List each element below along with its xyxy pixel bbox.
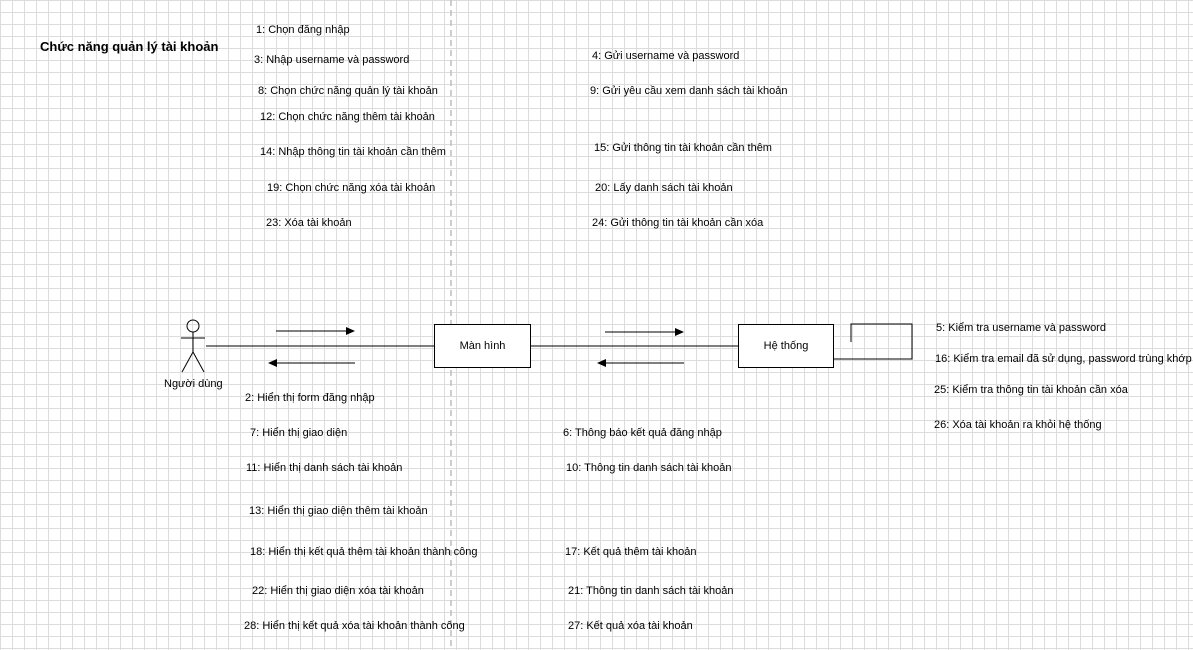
message-label: 25: Kiểm tra thông tin tài khoản cần xóa <box>934 384 1128 396</box>
message-label: 15: Gửi thông tin tài khoản cần thêm <box>594 142 772 154</box>
message-label: 24: Gửi thông tin tài khoản cần xóa <box>592 217 764 229</box>
arrow-left-icon <box>268 359 355 367</box>
system-label: Hệ thống <box>763 340 809 352</box>
screen-label: Màn hình <box>459 340 506 352</box>
message-label: 9: Gửi yêu cầu xem danh sách tài khoản <box>590 85 788 97</box>
message-label: 11: Hiển thị danh sách tài khoản <box>246 462 403 474</box>
message-label: 13: Hiển thị giao diện thêm tài khoản <box>249 505 428 517</box>
self-loop-connector <box>833 323 913 360</box>
message-label: 2: Hiển thị form đăng nhập <box>245 392 375 404</box>
message-label: 6: Thông báo kết quả đăng nhập <box>563 427 722 439</box>
message-label: 17: Kết quả thêm tài khoản <box>565 546 697 558</box>
message-label: 3: Nhập username và password <box>254 54 410 66</box>
arrow-right-icon <box>276 327 355 335</box>
system-box[interactable]: Hệ thống <box>738 324 834 368</box>
message-label: 8: Chọn chức năng quản lý tài khoản <box>258 85 438 97</box>
message-label: 5: Kiểm tra username và password <box>936 322 1106 334</box>
diagram-title: Chức năng quản lý tài khoản <box>40 39 219 54</box>
message-label: 12: Chọn chức năng thêm tài khoản <box>260 111 435 123</box>
message-label: 1: Chọn đăng nhập <box>256 24 350 36</box>
message-label: 21: Thông tin danh sách tài khoản <box>568 585 734 597</box>
message-label: 4: Gửi username và password <box>592 50 740 62</box>
message-label: 22: Hiển thị giao diện xóa tài khoản <box>252 585 424 597</box>
message-label: 26: Xóa tài khoản ra khỏi hệ thống <box>934 419 1102 431</box>
message-label: 20: Lấy danh sách tài khoản <box>595 182 733 194</box>
message-label: 14: Nhập thông tin tài khoản cần thêm <box>260 146 446 158</box>
message-label: 27: Kết quả xóa tài khoản <box>568 620 693 632</box>
message-label: 7: Hiển thị giao diện <box>250 427 348 439</box>
screen-box[interactable]: Màn hình <box>434 324 531 368</box>
stick-figure-icon <box>181 319 205 373</box>
message-label: 16: Kiểm tra email đã sử dụng, password … <box>935 353 1192 365</box>
actor-label: Người dùng <box>164 378 223 390</box>
message-label: 10: Thông tin danh sách tài khoản <box>566 462 732 474</box>
message-label: 28: Hiển thị kết quả xóa tài khoản thành… <box>244 620 465 632</box>
message-label: 19: Chọn chức năng xóa tài khoản <box>267 182 436 194</box>
message-label: 23: Xóa tài khoản <box>266 217 352 229</box>
arrow-right-icon <box>605 328 684 336</box>
message-label: 18: Hiển thị kết quả thêm tài khoản thàn… <box>250 546 478 558</box>
arrow-left-icon <box>597 359 684 367</box>
